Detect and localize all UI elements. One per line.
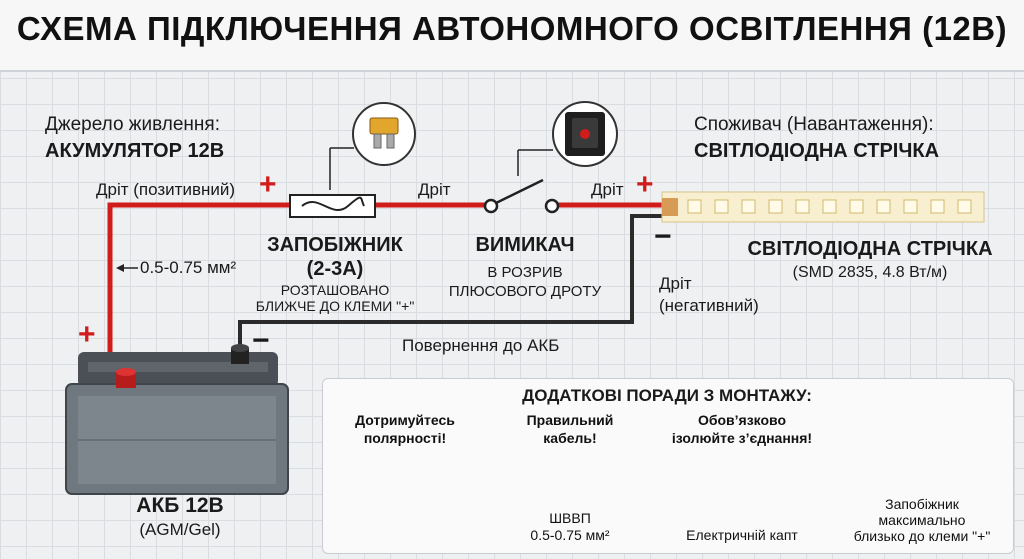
- led-chip: [930, 199, 945, 214]
- switch-icon: [517, 101, 618, 176]
- tip-cable-2: кабель!: [543, 430, 597, 446]
- fuse-icon: [329, 102, 416, 190]
- led-chip: [957, 199, 972, 214]
- tip-cable-caption-2: 0.5-0.75 мм²: [530, 527, 610, 543]
- right-wire-label: Дріт: [591, 180, 624, 199]
- plus-sign-strip: +: [636, 168, 654, 201]
- led-chip: [741, 199, 756, 214]
- return-wire-label: Повернення до АКБ: [402, 336, 560, 355]
- switch-symbol: [483, 178, 560, 214]
- tip-insulate-caption: Електричній капт: [686, 527, 798, 543]
- title-bar: [0, 0, 1024, 72]
- plus-sign: +: [259, 168, 277, 201]
- fuse-rating: (2-3А): [306, 258, 364, 280]
- tips-panel: [322, 378, 1014, 554]
- consumer-caption: Споживач (Навантаження):: [694, 114, 934, 135]
- tip-polarity-1: Дотримуйтесь: [355, 412, 455, 428]
- tip-fuse-caption-3: близько до клеми "+": [853, 528, 991, 544]
- positive-wire: [107, 202, 290, 360]
- battery-plus-sign: +: [78, 318, 96, 351]
- led-chip: [849, 199, 864, 214]
- tip-fuse-caption-2: максимально: [878, 512, 966, 528]
- led-chip: [768, 199, 783, 214]
- page-title: СХЕМА ПІДКЛЮЧЕННЯ АВТОНОМНОГО ОСВІТЛЕННЯ…: [16, 10, 1008, 47]
- minus-sign-strip: −: [654, 220, 672, 253]
- consumer-name: СВІТЛОДІОДНА СТРІЧКА: [694, 140, 940, 162]
- switch-title: ВИМИКАЧ: [475, 234, 575, 256]
- switch-note-2: ПЛЮСОВОГО ДРОТУ: [448, 283, 602, 300]
- tips-heading: ДОДАТКОВІ ПОРАДИ З МОНТАЖУ:: [522, 386, 812, 405]
- fuse-title: ЗАПОБІЖНИК: [267, 234, 403, 256]
- battery-illustration: [65, 344, 289, 495]
- fuse-symbol: [289, 194, 376, 218]
- battery-title: АКБ 12В: [136, 494, 224, 517]
- positive-wire-label: Дріт (позитивний): [96, 180, 236, 199]
- led-chips: [687, 199, 972, 214]
- led-chip: [795, 199, 810, 214]
- tip-fuse-caption-1: Запобіжник: [885, 496, 959, 512]
- tip-cable-1: Правильний: [526, 412, 614, 428]
- tip-insulate-1: Обов’язково: [697, 412, 787, 428]
- led-chip: [714, 199, 729, 214]
- battery-minus-sign: −: [252, 324, 270, 357]
- gauge-arrowhead: [116, 264, 124, 272]
- source-name: АКУМУЛЯТОР 12В: [45, 140, 225, 162]
- fuse-note-1: РОЗТАШОВАНО: [280, 282, 390, 298]
- switch-note-1: В РОЗРИВ: [487, 264, 563, 281]
- gauge-label: 0.5-0.75 мм²: [140, 258, 237, 277]
- tip-insulate-2: ізолюйте з’єднання!: [671, 430, 813, 446]
- negative-wire-label-1: Дріт: [659, 274, 692, 293]
- fuse-note-2: БЛИЖЧЕ ДО КЛЕМИ "+": [255, 298, 415, 314]
- strip-spec: (SMD 2835, 4.8 Вт/м): [792, 264, 948, 281]
- strip-title: СВІТЛОДІОДНА СТРІЧКА: [747, 238, 993, 260]
- battery-type: (AGM/Gel): [139, 520, 221, 539]
- tip-cable-caption-1: ШВВП: [549, 510, 591, 526]
- negative-wire-label-2: (негативний): [659, 296, 759, 315]
- led-chip: [876, 199, 891, 214]
- tip-polarity-2: полярності!: [363, 430, 447, 446]
- source-caption: Джерело живлення:: [45, 114, 220, 135]
- led-chip: [687, 199, 702, 214]
- led-chip: [822, 199, 837, 214]
- middle-wire-label: Дріт: [418, 180, 451, 199]
- led-chip: [903, 199, 918, 214]
- negative-wire: [238, 214, 662, 352]
